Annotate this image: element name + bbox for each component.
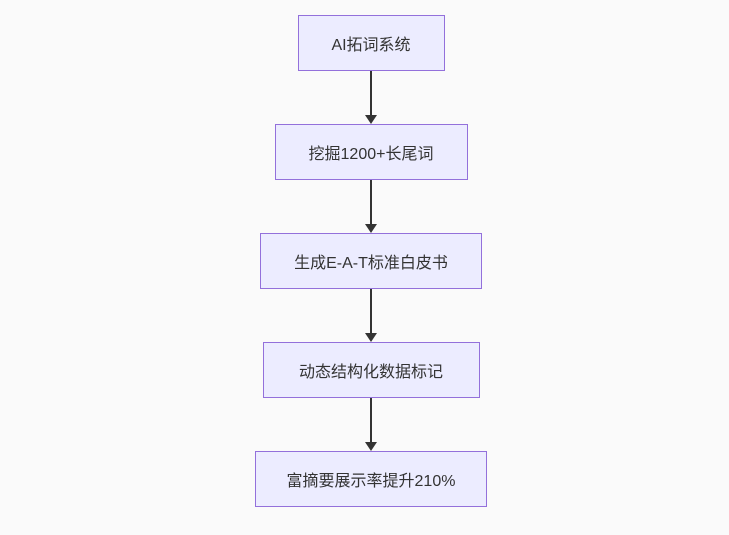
- flowchart-edge-1: [365, 71, 377, 124]
- arrowhead-down-icon: [365, 224, 377, 233]
- node-label: 生成E-A-T标准白皮书: [294, 255, 448, 272]
- flowchart-node-step-4: 动态结构化数据标记: [262, 342, 480, 398]
- flowchart-edge-3: [365, 289, 377, 342]
- node-label: 富摘要展示率提升210%: [286, 473, 456, 490]
- node-label: 动态结构化数据标记: [298, 364, 443, 381]
- flowchart-node-step-2: 挖掘1200+长尾词: [274, 124, 468, 180]
- edge-line: [370, 289, 372, 333]
- edge-line: [370, 180, 372, 224]
- flowchart-node-step-1: AI拓词系统: [297, 15, 445, 71]
- arrowhead-down-icon: [365, 333, 377, 342]
- flowchart: AI拓词系统 挖掘1200+长尾词 生成E-A-T标准白皮书 动态结构化数据标记…: [255, 15, 487, 507]
- flowchart-node-step-3: 生成E-A-T标准白皮书: [260, 233, 482, 289]
- arrowhead-down-icon: [365, 442, 377, 451]
- edge-line: [370, 71, 372, 115]
- flowchart-edge-4: [365, 398, 377, 451]
- flowchart-node-step-5: 富摘要展示率提升210%: [255, 451, 487, 507]
- arrowhead-down-icon: [365, 115, 377, 124]
- node-label: 挖掘1200+长尾词: [308, 146, 434, 163]
- node-label: AI拓词系统: [331, 37, 411, 54]
- edge-line: [370, 398, 372, 442]
- flowchart-edge-2: [365, 180, 377, 233]
